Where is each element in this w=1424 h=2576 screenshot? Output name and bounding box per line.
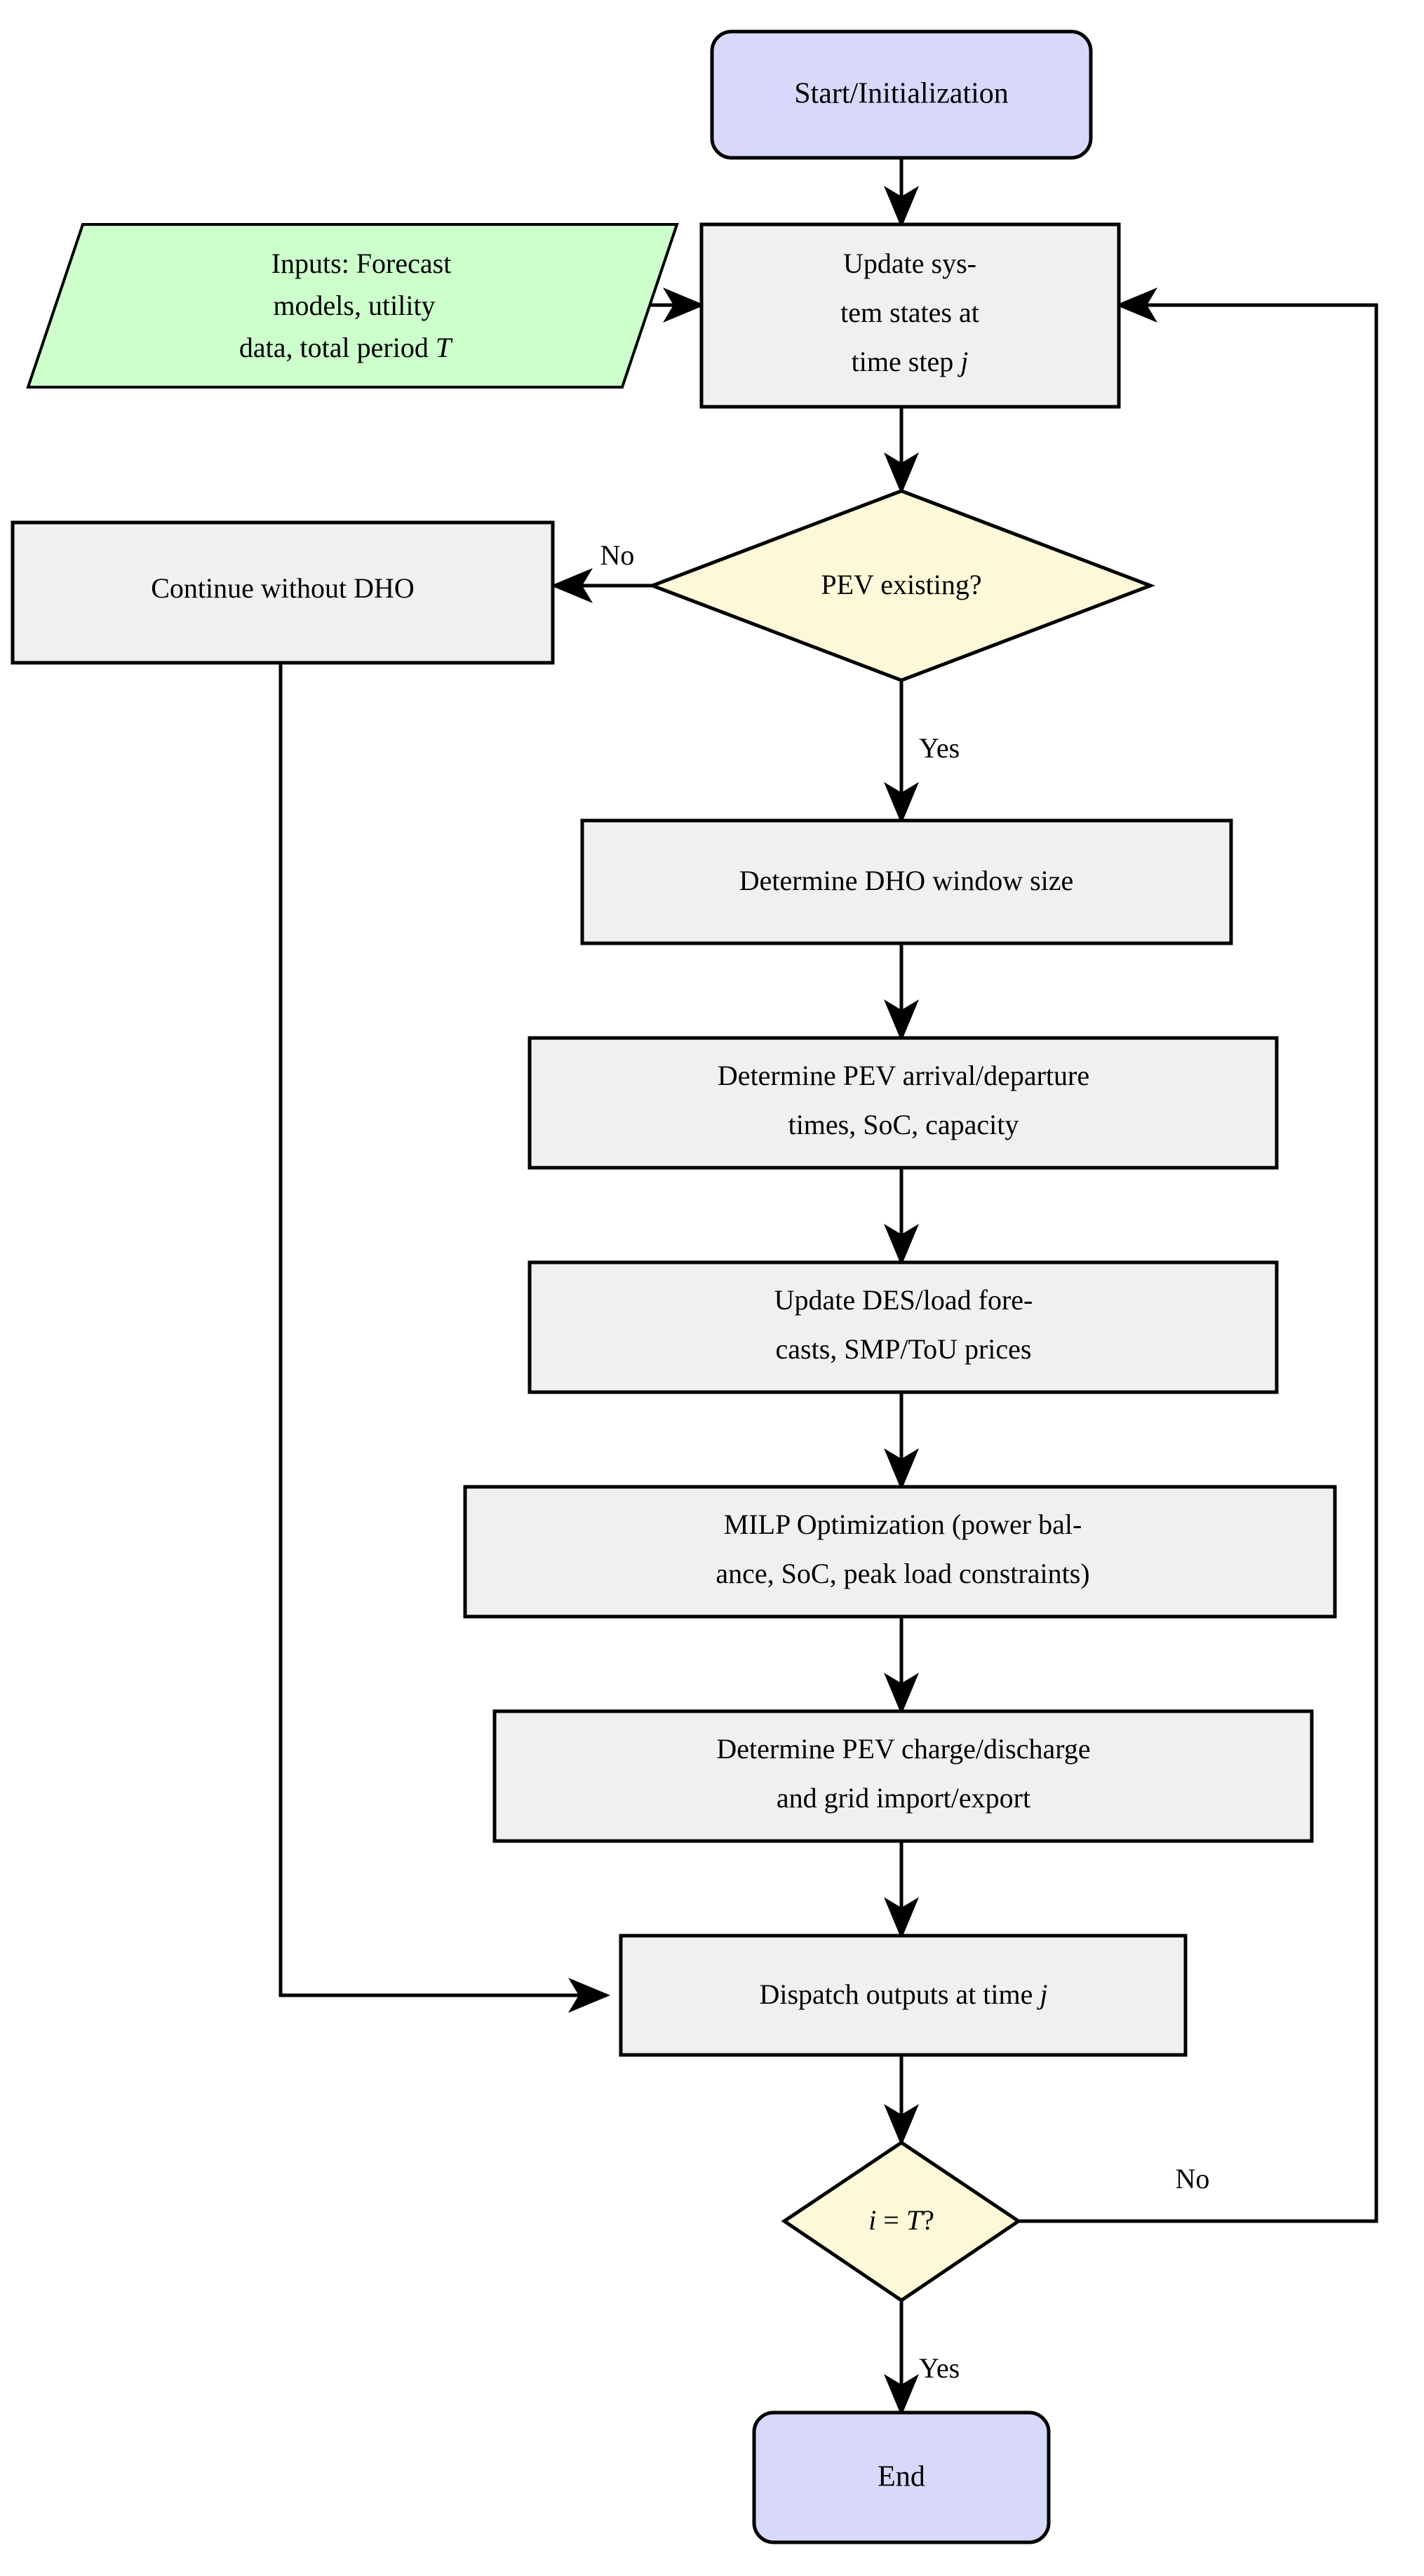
edge-loop-no-to-update [1019, 288, 1378, 2223]
end-label: End [878, 2461, 925, 2493]
inputs-line3: data, total period T [239, 332, 453, 363]
node-start[interactable]: Start/Initialization [710, 29, 1093, 160]
node-inputs[interactable]: Inputs: Forecast models, utility data, t… [26, 223, 679, 389]
update-forecasts-line2: casts, SMP/ToU prices [776, 1333, 1032, 1365]
milp-line2: ance, SoC, peak load constraints) [716, 1558, 1089, 1589]
loop-decision-q: ? [922, 2204, 934, 2236]
dispatch-label-math: j [1036, 1978, 1047, 2010]
dho-window-shape [580, 818, 1233, 945]
pev-existing-label: PEV existing? [821, 569, 981, 600]
update-states-line2: tem states at [840, 297, 979, 328]
update-forecasts-shape [528, 1260, 1279, 1394]
pev-existing-shape [647, 489, 1156, 682]
end-shape [752, 2410, 1051, 2544]
start-label: Start/Initialization [794, 78, 1009, 110]
loop-decision-i: i [868, 2204, 876, 2236]
pev-times-line1: Determine PEV arrival/departure [718, 1060, 1089, 1091]
inputs-line3-text: data, total period [239, 332, 436, 363]
milp-line1: MILP Optimization (power bal- [724, 1509, 1082, 1540]
node-pev-arrival-departure[interactable]: Determine PEV arrival/departure times, S… [528, 1036, 1279, 1170]
pev-charge-line2: and grid import/export [777, 1782, 1030, 1814]
node-pev-existing-decision[interactable]: PEV existing? [647, 489, 1156, 682]
node-loop-decision[interactable]: i = T? [781, 2140, 1022, 2303]
continue-without-dho-label: Continue without DHO [151, 572, 415, 604]
dispatch-label-text: Dispatch outputs at time [759, 1978, 1040, 2010]
node-update-system-states[interactable]: Update sys- tem states at time step j [699, 222, 1121, 409]
pev-charge-line1: Determine PEV charge/discharge [716, 1733, 1090, 1765]
dho-window-label: Determine DHO window size [739, 865, 1074, 896]
node-continue-without-dho[interactable]: Continue without DHO [11, 520, 555, 665]
update-states-shape [699, 222, 1121, 409]
pev-charge-shape [492, 1709, 1314, 1843]
edge-label-loop-yes: Yes [919, 2352, 960, 2384]
loop-decision-eq: = [876, 2204, 906, 2236]
node-end[interactable]: End [752, 2410, 1051, 2544]
update-forecasts-line1: Update DES/load fore- [774, 1284, 1033, 1316]
update-states-line3-text: time step [852, 346, 961, 377]
update-states-line3-math: j [957, 346, 968, 377]
inputs-line3-math: T [436, 332, 453, 363]
node-update-forecasts[interactable]: Update DES/load fore- casts, SMP/ToU pri… [528, 1260, 1279, 1394]
edge-continue-to-dispatch [278, 663, 610, 2013]
node-dho-window-size[interactable]: Determine DHO window size [580, 818, 1233, 945]
loop-decision-label: i = T? [868, 2204, 934, 2236]
inputs-shape [26, 223, 679, 389]
start-shape [710, 29, 1093, 160]
inputs-line2: models, utility [273, 290, 435, 321]
dispatch-shape [619, 1934, 1188, 2057]
node-milp-optimization[interactable]: MILP Optimization (power bal- ance, SoC,… [463, 1485, 1337, 1619]
continue-without-dho-shape [11, 520, 555, 665]
edge-label-loop-no: No [1176, 2163, 1210, 2194]
pev-times-line2: times, SoC, capacity [788, 1109, 1019, 1140]
inputs-line1: Inputs: Forecast [271, 248, 452, 279]
loop-decision-t: T [906, 2204, 924, 2236]
edge-label-pev-no: No [600, 539, 635, 571]
update-states-line3: time step j [852, 346, 969, 377]
node-dispatch-outputs[interactable]: Dispatch outputs at time j [619, 1934, 1188, 2057]
dispatch-label: Dispatch outputs at time j [759, 1978, 1047, 2010]
node-pev-charge-discharge[interactable]: Determine PEV charge/discharge and grid … [492, 1709, 1314, 1843]
loop-decision-shape [781, 2140, 1022, 2303]
pev-times-shape [528, 1036, 1279, 1170]
update-states-line1: Update sys- [843, 248, 976, 279]
milp-shape [463, 1485, 1337, 1619]
edge-label-pev-yes: Yes [919, 732, 960, 764]
